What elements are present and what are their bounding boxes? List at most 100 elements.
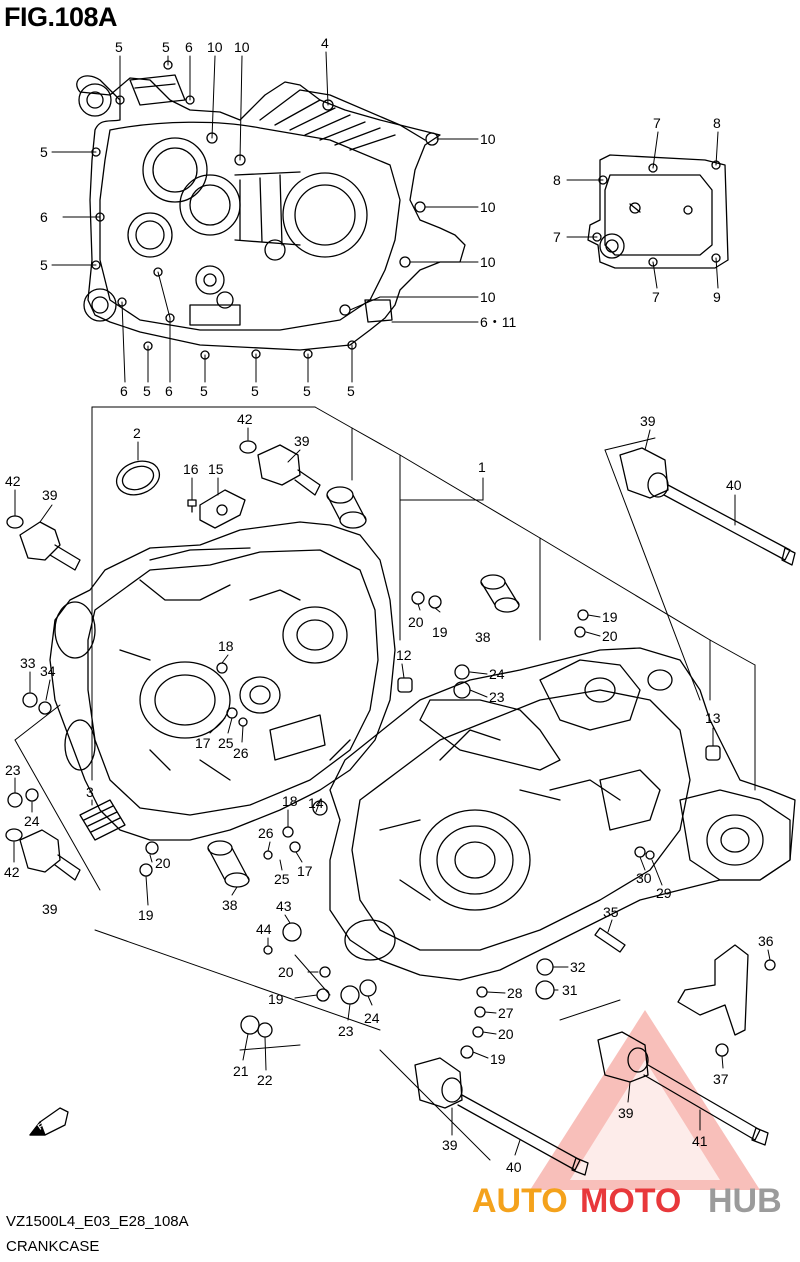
callout-label: 5 [162, 39, 170, 55]
callout-label: 17 [297, 863, 313, 879]
callout-label: 39 [640, 413, 656, 429]
watermark: AUTO MOTO HUB [472, 1010, 782, 1220]
callout-label: 12 [396, 647, 412, 663]
callout-label: 39 [42, 901, 58, 917]
callout-label: 40 [506, 1159, 522, 1175]
callout-label: 22 [257, 1072, 273, 1088]
bolt-39-bottom-right [597, 1031, 769, 1146]
callout-label: 42 [5, 473, 21, 489]
callout-label: 28 [507, 985, 523, 1001]
callout-label: 6 [120, 383, 128, 399]
callout-label: 38 [222, 897, 238, 913]
callout-label: 6 [40, 209, 48, 225]
callout-label: 8 [553, 172, 561, 188]
callout-label: 5 [40, 144, 48, 160]
callout-label: 18 [282, 793, 298, 809]
callout-label: 7 [653, 115, 661, 131]
callout-label: 5 [143, 383, 151, 399]
callout-label: 15 [208, 461, 224, 477]
callout-label: 4 [321, 35, 329, 51]
right-crankcase-half [329, 647, 796, 981]
main-leader-lines [13, 427, 771, 1156]
figure-name: CRANKCASE [6, 1238, 100, 1255]
cover-callout-labels: 7 8 8 7 7 9 [553, 115, 721, 305]
watermark-text-hub: HUB [708, 1182, 782, 1220]
callout-label: 7 [652, 289, 660, 305]
callout-label: 37 [713, 1071, 729, 1087]
callout-label: 10 [234, 39, 250, 55]
gasket-ring-2 [115, 460, 161, 496]
bolt-39-left-upper [6, 515, 81, 571]
crankcase-cover-plate [587, 154, 729, 269]
watermark-text-auto: AUTO [472, 1182, 568, 1220]
callout-label: 20 [278, 964, 294, 980]
top-callout-labels: 5 5 6 10 10 4 5 6 5 10 10 10 10 6・11 6 5… [40, 35, 517, 399]
watermark-text-moto: MOTO [580, 1182, 681, 1220]
callout-label: 2 [133, 425, 141, 441]
callout-label: 39 [42, 487, 58, 503]
callout-label: 19 [602, 609, 618, 625]
callout-label: 19 [432, 624, 448, 640]
callout-label: 6 [165, 383, 173, 399]
callout-label: 23 [338, 1023, 354, 1039]
left-crankcase-half [49, 521, 396, 841]
callout-label: 39 [294, 433, 310, 449]
callout-label: 42 [4, 864, 20, 880]
sleeve-3 [79, 799, 126, 841]
top-leader-lines [51, 51, 479, 383]
callout-label: 43 [276, 898, 292, 914]
callout-label: 10 [480, 254, 496, 270]
callout-label: 34 [40, 663, 56, 679]
callout-label: 41 [692, 1133, 708, 1149]
callout-label: 24 [489, 666, 505, 682]
callout-label: 21 [233, 1063, 249, 1079]
callout-label: 30 [636, 870, 652, 886]
callout-label: 14 [308, 795, 324, 811]
callout-label: 5 [40, 257, 48, 273]
callout-label: 5 [200, 383, 208, 399]
bolt-39-left-lower [5, 828, 81, 881]
callout-label: 19 [268, 991, 284, 1007]
callout-label: 39 [618, 1105, 634, 1121]
callout-label: 32 [570, 959, 586, 975]
figure-title: FIG.108A [4, 2, 118, 32]
callout-label: 5 [251, 383, 259, 399]
bracket-36 [677, 944, 749, 1036]
callout-label: 19 [490, 1051, 506, 1067]
callout-label: 44 [256, 921, 272, 937]
callout-label: 3 [86, 784, 94, 800]
crankcase-top-view [76, 60, 466, 360]
callout-label: 25 [274, 871, 290, 887]
dowel-38-mid [480, 574, 520, 613]
callout-label: 40 [726, 477, 742, 493]
callout-label: 5 [115, 39, 123, 55]
callout-label: 19 [138, 907, 154, 923]
callout-label: 18 [218, 638, 234, 654]
callout-label: 35 [603, 904, 619, 920]
callout-label: 9 [713, 289, 721, 305]
callout-label: 24 [24, 813, 40, 829]
callout-label: 16 [183, 461, 199, 477]
callout-label: 20 [602, 628, 618, 644]
callout-label: 6 [185, 39, 193, 55]
callout-label: 39 [442, 1137, 458, 1153]
callout-label: 24 [364, 1010, 380, 1026]
callout-label: 20 [498, 1026, 514, 1042]
forward-arrow-icon [29, 1107, 69, 1136]
bolt-39-top-center [239, 440, 321, 496]
callout-label: 13 [705, 710, 721, 726]
callout-label: 38 [475, 629, 491, 645]
callout-label: 10 [480, 289, 496, 305]
callout-label: 1 [478, 459, 486, 475]
pipe-35 [594, 927, 626, 953]
callout-label: 33 [20, 655, 36, 671]
bolt-39-right-upper [619, 447, 796, 566]
callout-label: 17 [195, 735, 211, 751]
callout-label: 7 [553, 229, 561, 245]
callout-label: 5 [347, 383, 355, 399]
dowel-38-upper [326, 486, 367, 529]
callout-label: 31 [562, 982, 578, 998]
callout-label: 23 [5, 762, 21, 778]
bolt-16 [187, 499, 197, 513]
